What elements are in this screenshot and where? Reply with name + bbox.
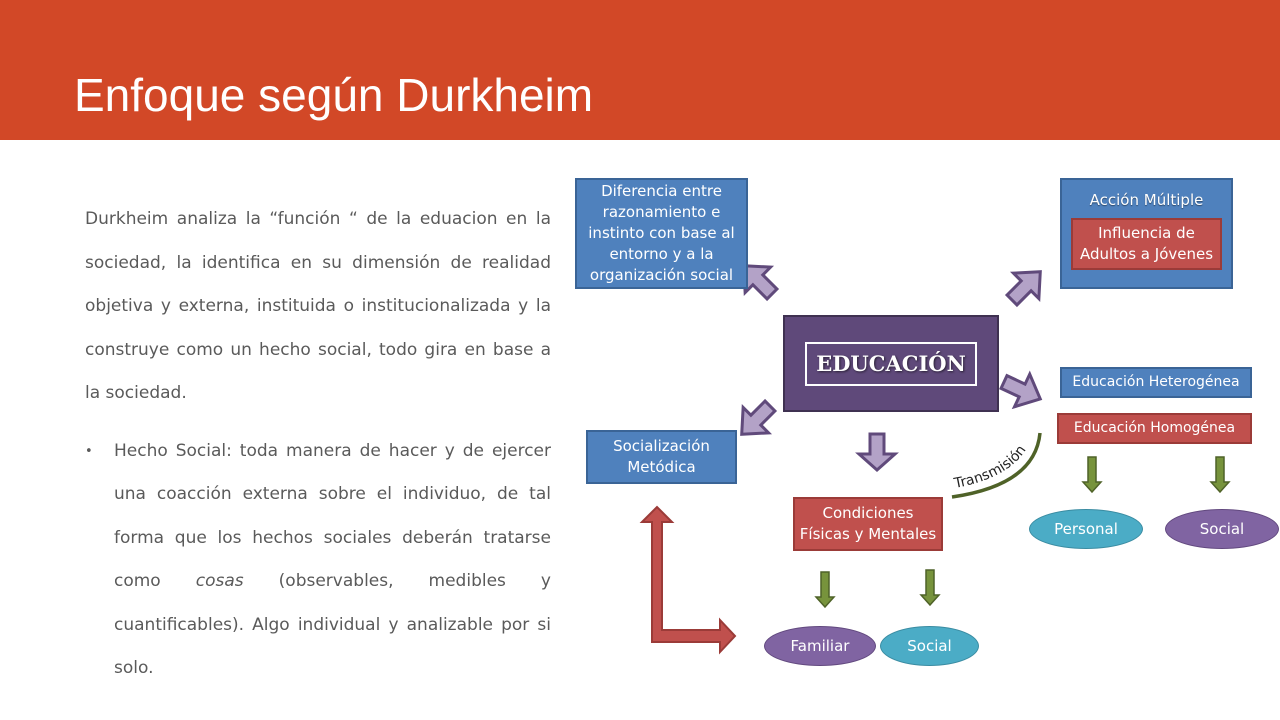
socializacion-text: Socialización Metódica	[613, 437, 710, 476]
bullet-item: • Hecho Social: toda manera de hacer y d…	[85, 430, 551, 691]
arrow-right	[999, 370, 1043, 410]
educacion-inner-frame: EDUCACIÓN	[805, 341, 977, 386]
educacion-center-box: EDUCACIÓN	[783, 315, 999, 412]
bullet-emphasis: cosas	[195, 571, 244, 591]
familiar-pill: Familiar	[764, 626, 876, 666]
homogenea-text: Educación Homogénea	[1073, 420, 1236, 436]
green-arrow-social-bottom	[919, 569, 941, 607]
intro-paragraph: Durkheim analiza la “función “ de la edu…	[85, 209, 551, 403]
transmission-arc	[951, 432, 1042, 499]
title-bar	[0, 0, 1280, 140]
arrow-down	[855, 432, 899, 473]
personal-pill: Personal	[1029, 509, 1143, 549]
body-text: Durkheim analiza la “función “ de la edu…	[85, 198, 551, 691]
social-bottom-text: Social	[907, 637, 952, 655]
social-bottom-pill: Social	[880, 626, 979, 666]
bullet-text-start: Hecho Social: toda manera de hacer y de …	[114, 440, 551, 592]
heterogenea-box: Educación Heterogénea	[1060, 367, 1252, 398]
slide-title: Enfoque según Durkheim	[74, 69, 594, 121]
diferencia-box: Diferencia entre razonamiento e instinto…	[575, 178, 748, 289]
educacion-text: EDUCACIÓN	[816, 351, 966, 376]
homogenea-box: Educación Homogénea	[1057, 413, 1252, 444]
social-right-pill: Social	[1165, 509, 1279, 549]
accion-multiple-text: Acción Múltiple	[1089, 191, 1204, 209]
condiciones-box: Condiciones Físicas y Mentales	[793, 497, 943, 551]
transmission-label: Transmisión	[952, 442, 1030, 492]
socializacion-box: Socialización Metódica	[586, 430, 737, 484]
condiciones-text: Condiciones Físicas y Mentales	[799, 504, 937, 543]
bullet-text-end: (observables, medibles y cuantificables)…	[114, 571, 551, 678]
influencia-box: Influencia de Adultos a Jóvenes	[1071, 218, 1222, 270]
green-arrow-familiar	[814, 571, 836, 609]
arrow-down-left	[740, 398, 778, 436]
bullet-dot-icon: •	[85, 443, 93, 459]
bidirectional-l-arrow	[639, 505, 737, 655]
green-arrow-social-right	[1209, 456, 1231, 494]
diferencia-text: Diferencia entre razonamiento e instinto…	[588, 182, 735, 284]
arrow-up-right	[1004, 270, 1042, 308]
personal-text: Personal	[1054, 520, 1118, 538]
heterogenea-text: Educación Heterogénea	[1072, 374, 1240, 390]
arrow-up-left	[742, 264, 780, 302]
influencia-text: Influencia de Adultos a Jóvenes	[1079, 224, 1214, 263]
social-right-text: Social	[1199, 520, 1245, 538]
bullet-text: Hecho Social: toda manera de hacer y de …	[114, 430, 551, 691]
familiar-text: Familiar	[790, 637, 850, 655]
green-arrow-personal	[1081, 456, 1103, 494]
